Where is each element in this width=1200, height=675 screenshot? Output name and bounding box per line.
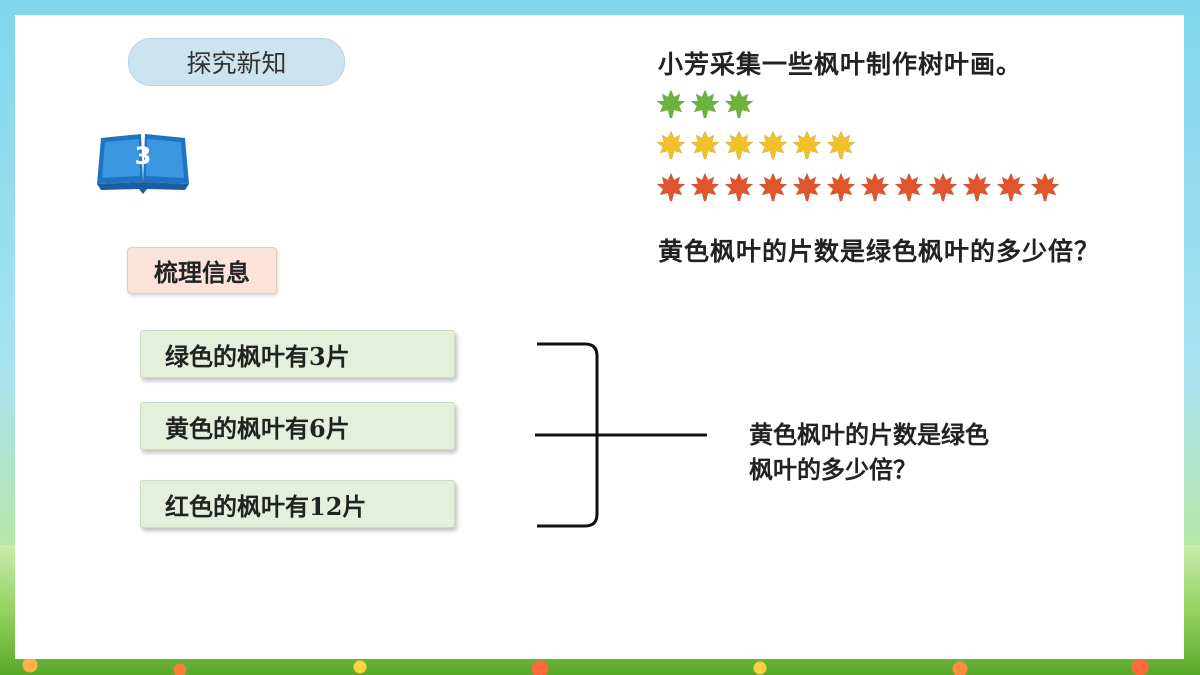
organize-info-label: 梳理信息 bbox=[127, 247, 277, 294]
red-maple-leaf-icon bbox=[656, 172, 686, 202]
red-maple-leaf-icon bbox=[860, 172, 890, 202]
yellow-maple-leaf-icon bbox=[690, 130, 720, 160]
fact-red: 红色的枫叶有12片 bbox=[140, 480, 455, 528]
organized-question: 黄色枫叶的片数是绿色 枫叶的多少倍？ bbox=[749, 420, 989, 484]
yellow-maple-leaf-icon bbox=[656, 130, 686, 160]
red-maple-leaf-icon bbox=[690, 172, 720, 202]
red-maple-leaf-icon bbox=[826, 172, 856, 202]
red-maple-leaf-icon bbox=[792, 172, 822, 202]
green-maple-leaf-icon bbox=[690, 89, 720, 119]
red-maple-leaf-icon bbox=[996, 172, 1026, 202]
open-book-icon: 3 bbox=[97, 134, 189, 194]
red-maple-leaf-icon bbox=[758, 172, 788, 202]
green-maple-leaf-icon bbox=[724, 89, 754, 119]
yellow-maple-leaf-icon bbox=[724, 130, 754, 160]
yellow-maple-leaf-icon bbox=[758, 130, 788, 160]
red-leaves-row bbox=[655, 171, 1063, 207]
red-maple-leaf-icon bbox=[1030, 172, 1060, 202]
green-maple-leaf-icon bbox=[656, 89, 686, 119]
red-maple-leaf-icon bbox=[962, 172, 992, 202]
step-number: 3 bbox=[135, 142, 152, 170]
yellow-maple-leaf-icon bbox=[792, 130, 822, 160]
red-maple-leaf-icon bbox=[894, 172, 924, 202]
yellow-maple-leaf-icon bbox=[826, 130, 856, 160]
slide-card: 探究新知 3 梳理信息 绿色的枫叶有3片 黄色的枫叶有6片 红色的枫叶有12片 … bbox=[15, 15, 1184, 659]
green-leaves-row bbox=[655, 88, 757, 124]
red-maple-leaf-icon bbox=[724, 172, 754, 202]
problem-statement: 小芳采集一些枫叶制作树叶画。 bbox=[658, 50, 1023, 79]
fact-yellow: 黄色的枫叶有6片 bbox=[140, 402, 455, 450]
section-tag: 探究新知 bbox=[128, 38, 345, 86]
problem-question: 黄色枫叶的片数是绿色枫叶的多少倍？ bbox=[658, 237, 1101, 266]
red-maple-leaf-icon bbox=[928, 172, 958, 202]
bracket-connector bbox=[535, 342, 707, 528]
fact-green: 绿色的枫叶有3片 bbox=[140, 330, 455, 378]
yellow-leaves-row bbox=[655, 129, 859, 165]
